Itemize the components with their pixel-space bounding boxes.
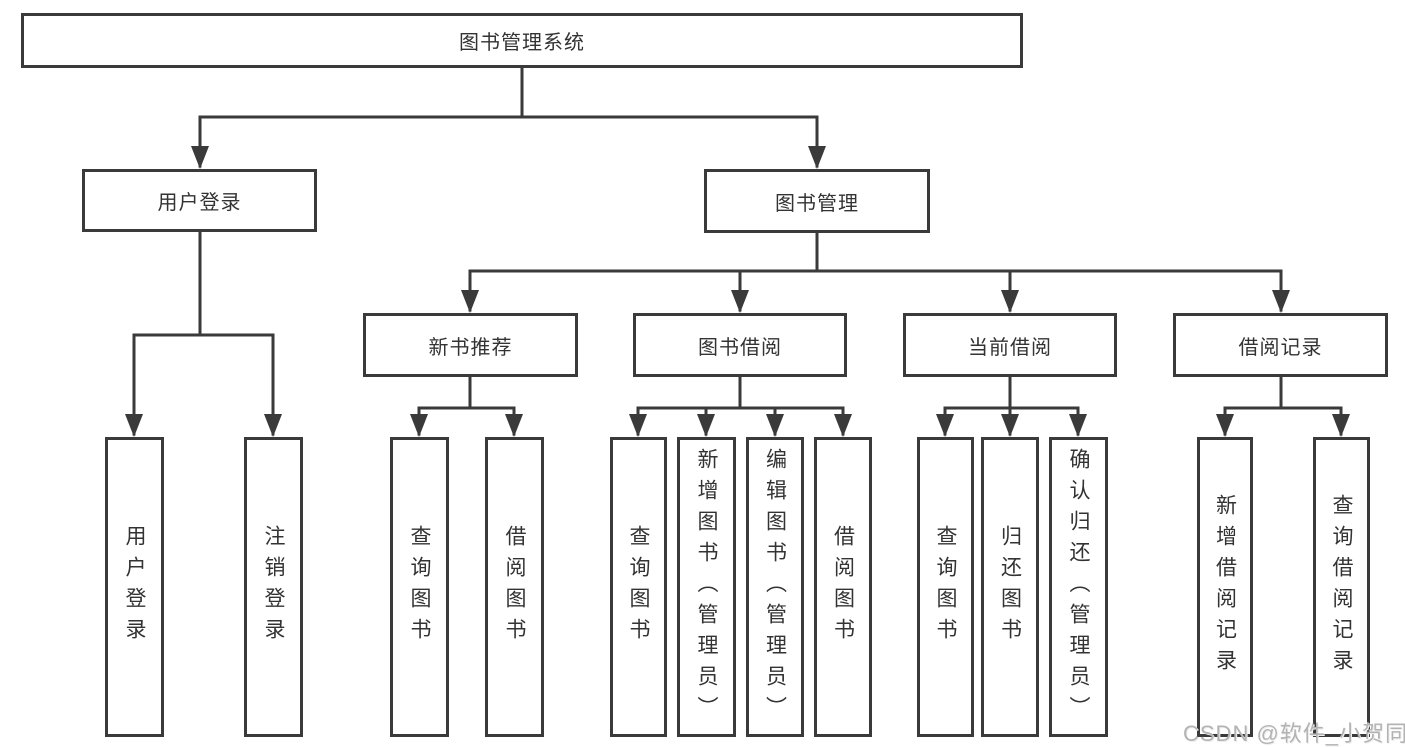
node-book-borrow-label: 图书借阅: [698, 336, 782, 359]
node-book-management: 图书管理: [704, 169, 930, 233]
leaf-newbook-query: 查询图书: [390, 437, 449, 737]
leaf-current-query: 查询图书: [917, 437, 974, 737]
leaf-borrow-add-admin: 新增图书（管理员）: [677, 437, 736, 737]
connector-bookborrow-to-leaves: [629, 375, 852, 437]
leaf-record-query-label: 查询借阅记录: [1330, 494, 1353, 680]
node-root-label: 图书管理系统: [459, 32, 585, 54]
node-user-login-label: 用户登录: [157, 192, 242, 214]
node-new-book-recommend-label: 新书推荐: [428, 336, 513, 359]
node-root: 图书管理系统: [21, 13, 1023, 68]
leaf-borrow-book-label: 借阅图书: [831, 525, 855, 649]
leaf-borrow-book: 借阅图书: [814, 437, 872, 737]
node-current-borrow-label: 当前借阅: [968, 336, 1052, 359]
leaf-record-add: 新增借阅记录: [1197, 437, 1253, 737]
leaf-borrow-add-admin-label: 新增图书（管理员）: [695, 447, 718, 727]
watermark: CSDN @软件_小贺同学: [1183, 721, 1405, 746]
node-borrow-records-label: 借阅记录: [1238, 336, 1323, 359]
leaf-user-login-label: 用户登录: [123, 525, 146, 649]
leaf-borrow-query-label: 查询图书: [627, 525, 650, 649]
connector-root-to-level2: [191, 66, 826, 169]
leaf-current-return: 归还图书: [981, 437, 1039, 737]
node-new-book-recommend: 新书推荐: [363, 313, 578, 377]
leaf-borrow-edit-admin: 编辑图书（管理员）: [746, 437, 804, 737]
node-borrow-records: 借阅记录: [1173, 313, 1388, 377]
leaf-user-login: 用户登录: [105, 437, 164, 737]
connector-bookmgmt-to-level3: [461, 231, 1290, 313]
node-book-management-label: 图书管理: [775, 192, 859, 215]
leaf-current-query-label: 查询图书: [934, 525, 957, 649]
leaf-borrow-edit-admin-label: 编辑图书（管理员）: [763, 447, 787, 727]
connector-userlogin-to-leaves: [125, 230, 282, 437]
leaf-logout: 注销登录: [244, 437, 303, 737]
connector-currentborrow-to-leaves: [936, 375, 1087, 437]
leaf-current-confirm-admin-label: 确认归还（管理员）: [1067, 447, 1090, 727]
node-user-login: 用户登录: [82, 169, 317, 232]
connector-newbook-to-leaves: [410, 375, 523, 437]
leaf-current-return-label: 归还图书: [998, 525, 1022, 649]
leaf-current-confirm-admin: 确认归还（管理员）: [1049, 437, 1108, 737]
leaf-record-add-label: 新增借阅记录: [1213, 494, 1237, 680]
connector-borrowrecords-to-leaves: [1216, 375, 1350, 437]
leaf-newbook-query-label: 查询图书: [408, 525, 431, 649]
leaf-record-query: 查询借阅记录: [1313, 437, 1370, 737]
leaf-borrow-query: 查询图书: [610, 437, 667, 737]
node-book-borrow: 图书借阅: [633, 313, 847, 377]
node-current-borrow: 当前借阅: [903, 313, 1117, 377]
leaf-logout-label: 注销登录: [262, 525, 285, 649]
leaf-newbook-borrow-label: 借阅图书: [503, 525, 526, 649]
leaf-newbook-borrow: 借阅图书: [485, 437, 544, 737]
